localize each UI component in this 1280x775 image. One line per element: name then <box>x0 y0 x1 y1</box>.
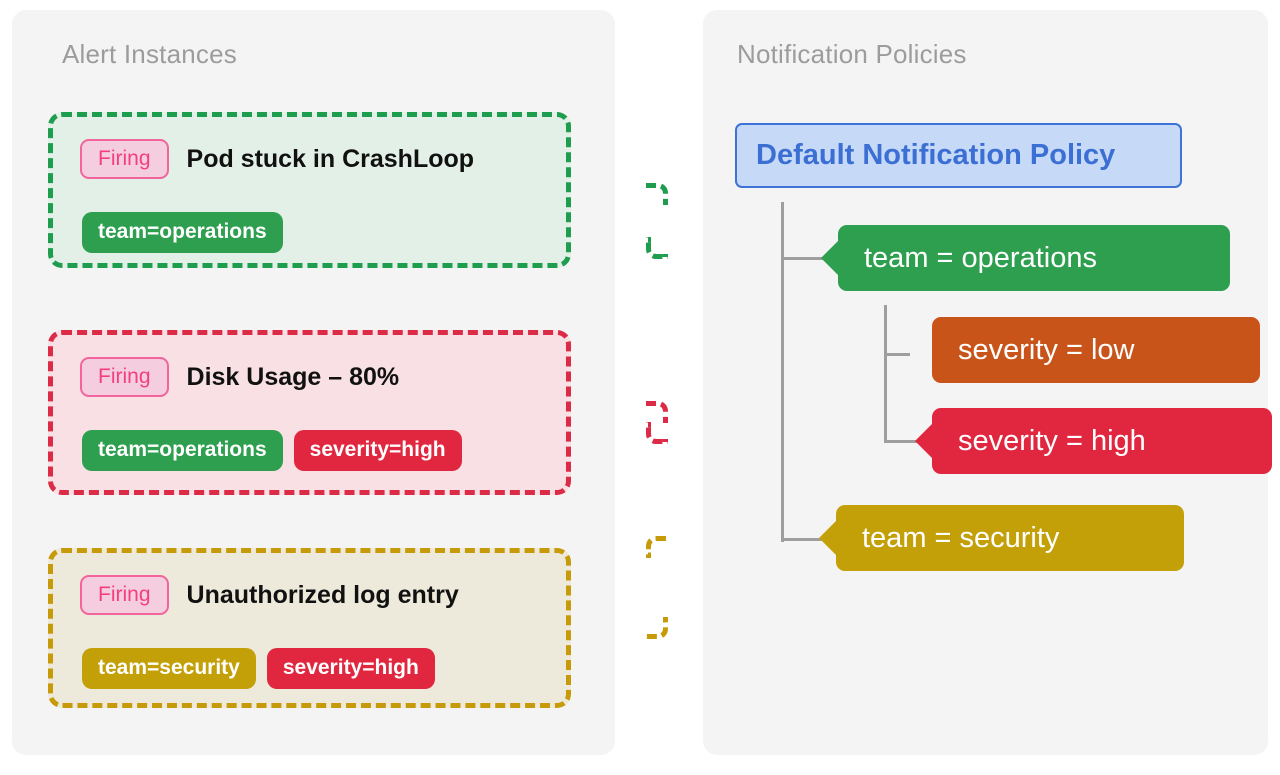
alert-card-header: Firing Disk Usage – 80% <box>80 357 399 397</box>
policy-node-label: severity = low <box>958 333 1135 366</box>
status-badge-firing: Firing <box>80 139 169 179</box>
alert-label-row: team=operations <box>82 212 283 253</box>
alert-label-pill[interactable]: team=operations <box>82 212 283 253</box>
policy-node-label: team = security <box>862 521 1060 554</box>
policy-node-severity-low[interactable]: severity = low <box>932 317 1260 383</box>
alert-instance-card[interactable]: Firing Disk Usage – 80% team=operations … <box>48 330 571 495</box>
policy-node-label: severity = high <box>958 424 1146 457</box>
alert-label-row: team=operations severity=high <box>82 430 462 471</box>
status-badge-firing: Firing <box>80 575 169 615</box>
alert-label-pill[interactable]: severity=high <box>266 648 435 689</box>
alert-title: Unauthorized log entry <box>186 580 459 609</box>
tree-branch-connector <box>884 353 910 356</box>
alert-card-header: Firing Unauthorized log entry <box>80 575 459 615</box>
default-notification-policy-label: Default Notification Policy <box>756 139 1116 171</box>
alert-label-pill[interactable]: severity=high <box>293 430 462 471</box>
tree-branch-line <box>884 305 887 442</box>
tree-trunk-connector <box>781 257 839 260</box>
alert-label-pill[interactable]: team=operations <box>82 430 283 471</box>
alert-label-row: team=security severity=high <box>82 648 435 689</box>
status-badge-firing: Firing <box>80 357 169 397</box>
alert-instance-card[interactable]: Firing Pod stuck in CrashLoop team=opera… <box>48 112 571 268</box>
alert-instances-panel-title: Alert Instances <box>62 39 237 69</box>
alert-label-pill[interactable]: team=security <box>82 648 256 689</box>
default-notification-policy-node[interactable]: Default Notification Policy <box>735 123 1182 188</box>
tree-trunk-connector <box>781 538 837 541</box>
policy-node-severity-high[interactable]: severity = high <box>932 408 1272 474</box>
policy-node-team-operations[interactable]: team = operations <box>838 225 1230 291</box>
alert-card-header: Firing Pod stuck in CrashLoop <box>80 139 474 179</box>
tree-trunk-line <box>781 202 784 542</box>
notification-policies-panel-title: Notification Policies <box>737 39 967 69</box>
policy-node-team-security[interactable]: team = security <box>836 505 1184 571</box>
alert-title: Disk Usage – 80% <box>186 362 400 391</box>
alert-title: Pod stuck in CrashLoop <box>186 144 475 173</box>
alert-instance-card[interactable]: Firing Unauthorized log entry team=secur… <box>48 548 571 708</box>
tree-trunk-connector <box>884 440 932 443</box>
policy-node-label: team = operations <box>864 241 1097 274</box>
